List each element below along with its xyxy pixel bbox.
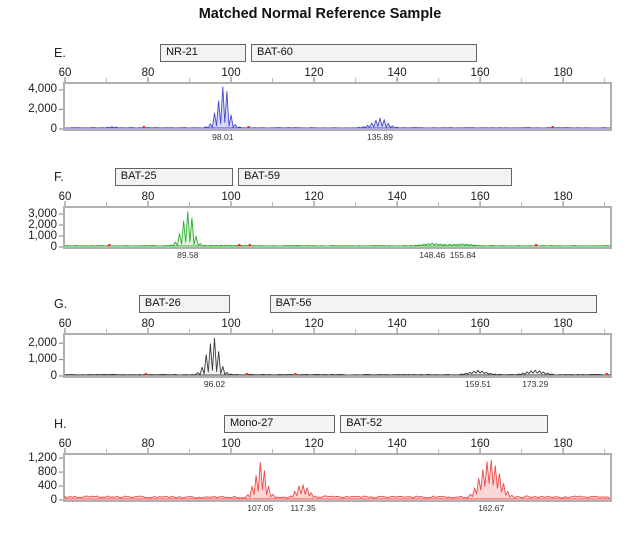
marker-range-NR-21: NR-21 <box>160 44 246 62</box>
x-tick-label: 60 <box>58 318 72 330</box>
x-tick-label: 140 <box>387 318 407 330</box>
x-tick-label: 100 <box>221 318 241 330</box>
x-tick-label: 160 <box>470 318 490 330</box>
x-tick-label: 80 <box>141 191 155 203</box>
plot-area <box>63 453 612 502</box>
y-tick-label: 0 <box>50 122 57 135</box>
x-tick-label: 120 <box>304 191 324 203</box>
marker-range-BAT-60: BAT-60 <box>251 44 478 62</box>
y-tick-label: 3,000 <box>28 207 57 220</box>
x-tick-label: 120 <box>304 67 324 79</box>
y-tick-label: 2,000 <box>28 336 57 349</box>
x-tick-label: 160 <box>470 438 490 450</box>
peak-size-label: 155.84 <box>449 250 476 260</box>
peak-size-label: 159.51 <box>465 379 491 389</box>
y-tick-label: 1,000 <box>28 229 57 242</box>
x-tick-label: 60 <box>58 191 72 203</box>
x-tick-label: 120 <box>304 438 324 450</box>
y-tick-label: 2,000 <box>28 218 57 231</box>
x-tick-label: 140 <box>387 191 407 203</box>
y-tick-label: 800 <box>37 465 57 478</box>
x-tick-label: 60 <box>58 438 72 450</box>
x-tick-label: 60 <box>58 67 72 79</box>
panel-letter: F. <box>54 170 64 184</box>
x-tick-label: 100 <box>221 191 241 203</box>
x-tick-label: 160 <box>470 67 490 79</box>
marker-range-BAT-59: BAT-59 <box>238 168 512 186</box>
marker-range-BAT-26: BAT-26 <box>138 295 231 313</box>
y-tick-label: 2,000 <box>28 102 57 115</box>
peak-size-label: 89.58 <box>177 250 199 260</box>
panel-letter: H. <box>54 417 67 431</box>
figure-title: Matched Normal Reference Sample <box>198 6 442 22</box>
x-tick-label: 180 <box>553 318 573 330</box>
x-tick-label: 80 <box>141 438 155 450</box>
y-tick-label: 1,200 <box>28 451 57 464</box>
peak-size-label: 173.29 <box>522 379 549 389</box>
y-tick-label: 0 <box>50 493 57 506</box>
peak-size-label: 162.67 <box>478 503 505 513</box>
y-tick-label: 400 <box>37 479 57 492</box>
marker-range-BAT-56: BAT-56 <box>269 295 598 313</box>
y-tick-label: 1,000 <box>28 353 57 366</box>
x-tick-label: 100 <box>221 438 241 450</box>
marker-range-BAT-25: BAT-25 <box>114 168 234 186</box>
peak-size-label: 98.01 <box>212 132 234 142</box>
peak-size-label: 96.02 <box>203 379 226 389</box>
peak-size-label: 117.35 <box>290 503 316 513</box>
peak-size-label: 135.89 <box>367 132 393 142</box>
peak-size-label: 107.05 <box>247 503 274 513</box>
x-tick-label: 80 <box>141 318 155 330</box>
x-tick-label: 180 <box>553 67 573 79</box>
x-tick-label: 100 <box>221 67 241 79</box>
y-tick-label: 4,000 <box>28 83 57 96</box>
marker-range-Mono-27: Mono-27 <box>224 415 336 433</box>
x-tick-label: 160 <box>470 191 490 203</box>
peak-size-label: 148.46 <box>419 250 446 260</box>
x-tick-label: 80 <box>141 67 155 79</box>
x-tick-label: 180 <box>553 191 573 203</box>
x-tick-label: 140 <box>387 67 407 79</box>
y-tick-label: 0 <box>50 240 57 253</box>
y-tick-label: 0 <box>50 369 57 382</box>
marker-range-BAT-52: BAT-52 <box>340 415 549 433</box>
x-tick-label: 120 <box>304 318 324 330</box>
x-tick-label: 140 <box>387 438 407 450</box>
panel-letter: E. <box>54 46 66 60</box>
x-tick-label: 180 <box>553 438 573 450</box>
panel-letter: G. <box>54 297 68 311</box>
